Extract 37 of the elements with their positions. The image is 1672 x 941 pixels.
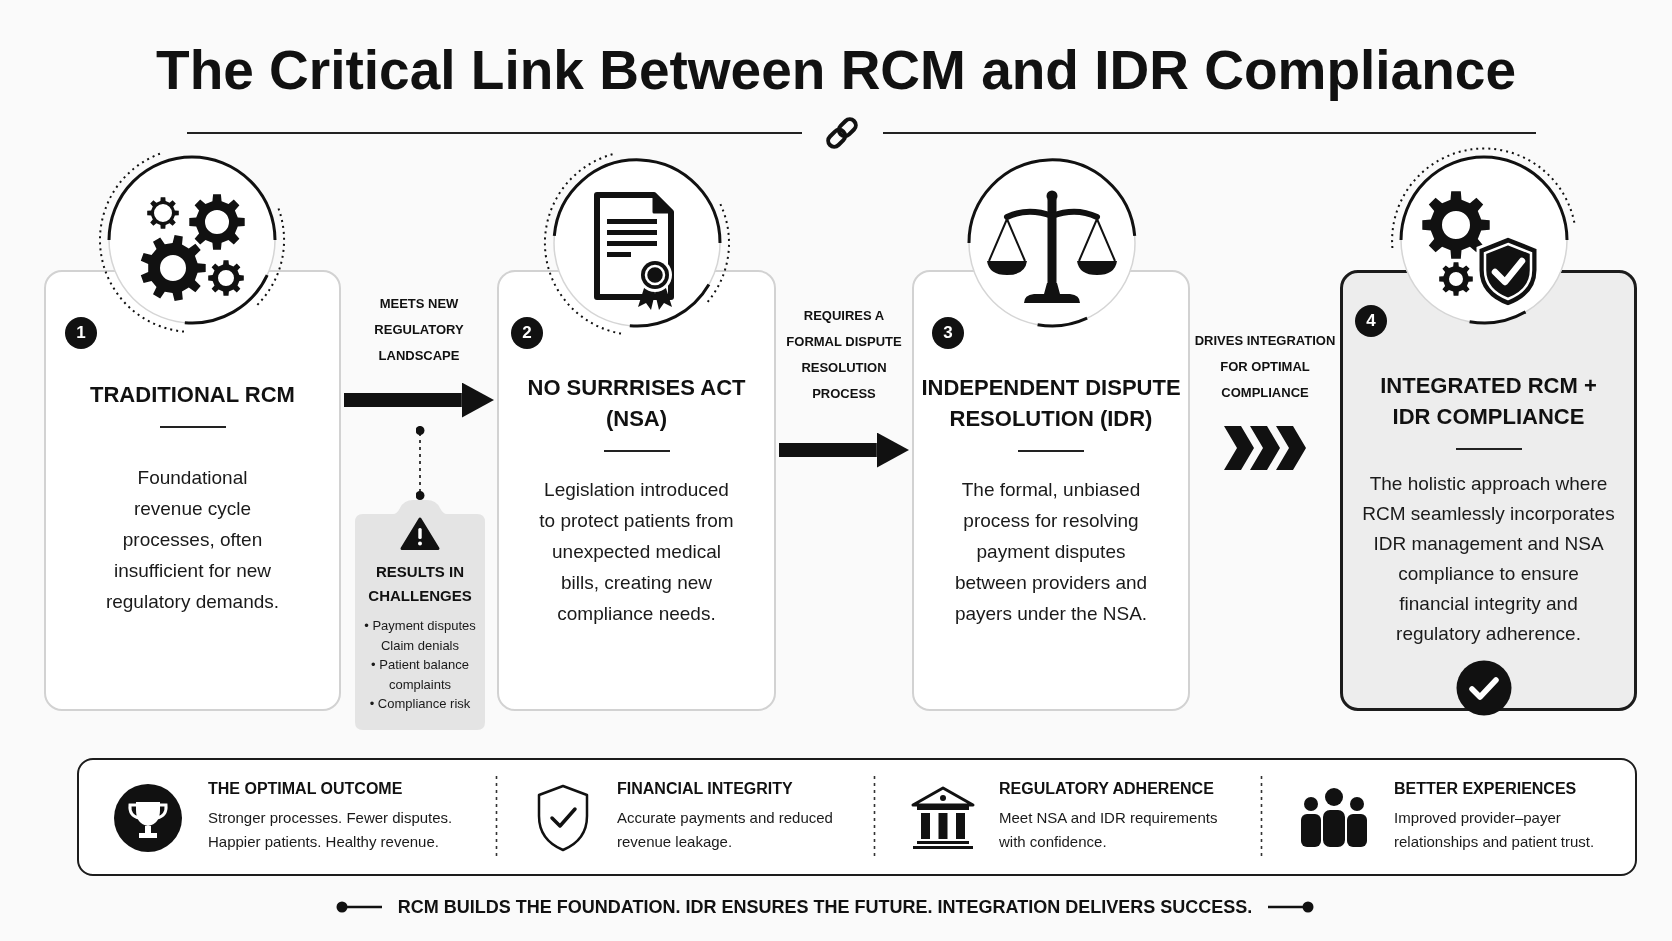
feature-title: FINANCIAL INTEGRITY bbox=[617, 779, 793, 799]
card-title: NO SURRRISES ACT (NSA) bbox=[526, 374, 747, 433]
card-title: INTEGRATED RCM + IDR COMPLIANCE bbox=[1379, 372, 1598, 431]
caption: RCM BUILDS THE FOUNDATION. IDR ENSURES THE FUTURE. INTEGRATION DELIVERS SUCCESS. bbox=[397, 896, 1253, 919]
step-card bbox=[1340, 270, 1637, 711]
step-number: 4 bbox=[1355, 305, 1387, 337]
feature-title: THE OPTIMAL OUTCOME bbox=[208, 779, 403, 799]
step-card bbox=[912, 270, 1190, 711]
feature-title: REGULATORY ADHERENCE bbox=[999, 779, 1214, 799]
card-description: The holistic approach where RCM seamlessly incorporates IDR management and NSA compliance to ensure financial integrity and regulatory adherence. bbox=[1361, 472, 1616, 646]
step-number: 3 bbox=[932, 317, 964, 349]
feature-title: BETTER EXPERIENCES bbox=[1394, 779, 1577, 799]
list-item: Claim denials bbox=[379, 636, 460, 655]
callout-panel bbox=[355, 500, 485, 730]
card-title: INDEPENDENT DISPUTE RESOLUTION (IDR) bbox=[920, 374, 1182, 433]
card-description: The formal, unbiased process for resolving payment disputes between providers and payers under the NSA. bbox=[953, 478, 1149, 626]
dashed-leader-line bbox=[415, 425, 425, 501]
list-item: • Patient balance complaints bbox=[370, 656, 470, 694]
step-number: 2 bbox=[511, 317, 543, 349]
step-number: 1 bbox=[65, 317, 97, 349]
chevron-arrow bbox=[1224, 426, 1306, 470]
card-title: TRADITIONAL RCM bbox=[89, 381, 296, 409]
callout-title: RESULTS IN CHALLENGES bbox=[367, 562, 473, 606]
block-arrow bbox=[344, 383, 494, 417]
feature-description: Accurate payments and reduced revenue leakage. bbox=[617, 808, 834, 852]
page-title: The Critical Link Between RCM and IDR Compliance bbox=[156, 38, 1516, 102]
feature-description: Improved provider–payer relationships and patient trust. bbox=[1394, 808, 1596, 852]
list-item: • Compliance risk bbox=[368, 695, 472, 713]
feature-description: Stronger processes. Fewer disputes. Happier patients. Healthy revenue. bbox=[208, 808, 454, 852]
list-item: • Payment disputes bbox=[363, 617, 477, 635]
card-description: Foundational revenue cycle processes, often insufficient for new regulatory demands. bbox=[104, 466, 281, 614]
step-card bbox=[44, 270, 341, 711]
feature-description: Meet NSA and IDR requirements with confidence. bbox=[999, 808, 1219, 852]
card-description: Legislation introduced to protect patients from unexpected medical bills, creating new compliance needs. bbox=[538, 478, 735, 626]
step-card bbox=[497, 270, 776, 711]
block-arrow bbox=[779, 433, 909, 467]
benefits-panel bbox=[77, 758, 1637, 876]
